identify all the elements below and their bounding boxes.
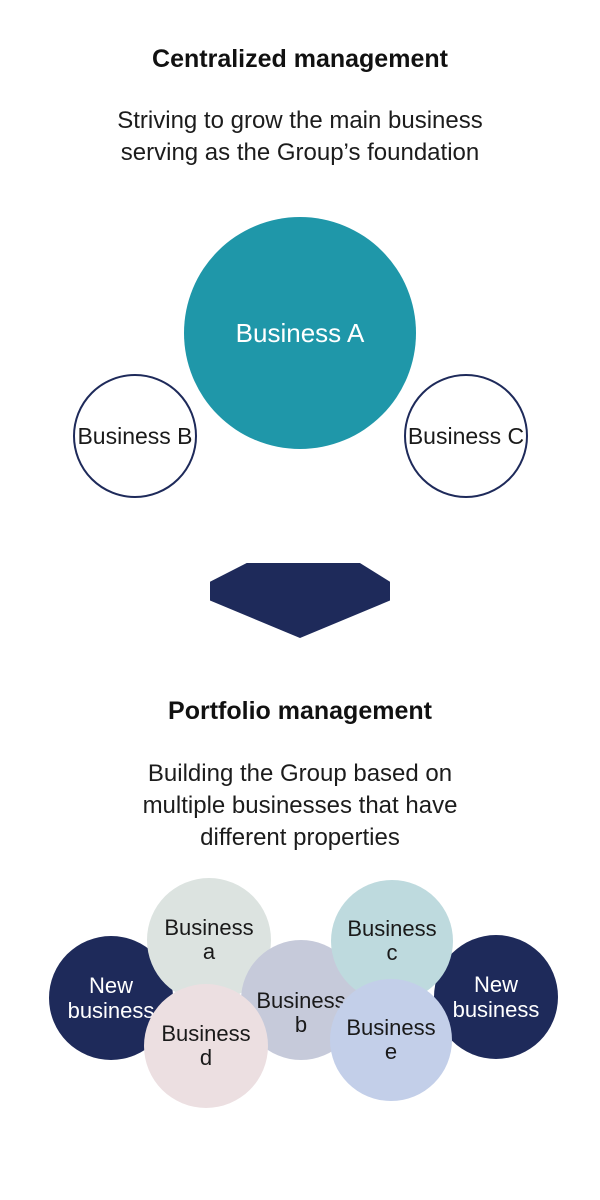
subtitle-line-2: serving as the Group’s foundation xyxy=(120,139,480,166)
business-c-label: Business C xyxy=(407,422,525,449)
subtitle-line-3: different properties xyxy=(200,824,400,851)
subtitle-line-1: Striving to grow the main business xyxy=(117,107,483,134)
label-line-2: e xyxy=(384,1039,398,1064)
label-line-2: business xyxy=(452,997,540,1022)
label-line-1: Business xyxy=(256,988,346,1013)
portfolio-business-d-circle: Business d xyxy=(144,984,268,1108)
portfolio-management-title: Portfolio management xyxy=(168,697,432,725)
portfolio-business-e-circle: Business e xyxy=(330,979,452,1101)
business-a-label: Business A xyxy=(235,317,365,348)
new-business-right-circle: New business xyxy=(434,935,558,1059)
label-line-1: Business xyxy=(164,915,254,940)
label-line-2: business xyxy=(67,998,155,1023)
business-c-circle: Business C xyxy=(404,374,528,498)
centralized-management-title: Centralized management xyxy=(152,45,448,73)
portfolio-business-a-label: Business a xyxy=(164,916,253,964)
label-line-2: c xyxy=(386,940,398,965)
subtitle-line-1: Building the Group based on xyxy=(147,760,453,787)
label-line-2: b xyxy=(294,1012,308,1037)
subtitle-line-2: multiple businesses that have xyxy=(142,792,458,819)
new-business-left-label: New business xyxy=(68,973,155,1023)
business-b-label: Business B xyxy=(77,422,193,449)
down-arrow-icon xyxy=(210,563,390,638)
label-line-2: d xyxy=(199,1045,213,1070)
portfolio-business-e-label: Business e xyxy=(346,1016,435,1064)
label-line-1: Business xyxy=(161,1021,251,1046)
label-line-1: New xyxy=(88,973,133,998)
label-line-1: Business xyxy=(346,1015,436,1040)
portfolio-business-b-label: Business b xyxy=(256,989,345,1037)
label-line-1: Business xyxy=(347,916,437,941)
portfolio-business-d-label: Business d xyxy=(161,1022,250,1070)
business-a-circle: Business A xyxy=(184,217,416,449)
label-line-2: a xyxy=(202,939,216,964)
business-b-circle: Business B xyxy=(73,374,197,498)
label-line-1: New xyxy=(473,972,518,997)
new-business-right-label: New business xyxy=(453,972,540,1022)
centralized-management-subtitle: Striving to grow the main business servi… xyxy=(0,105,600,169)
portfolio-management-subtitle: Building the Group based on multiple bus… xyxy=(0,758,600,854)
portfolio-business-c-label: Business c xyxy=(347,917,436,965)
